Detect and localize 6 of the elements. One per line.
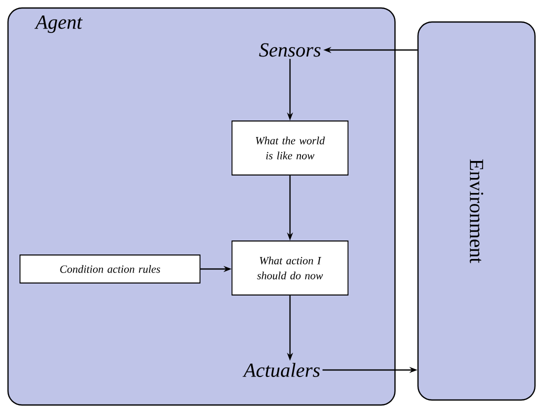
process-box: What the world is like now [232,120,348,176]
environment-box: Environment [417,21,536,401]
text-label: Sensors [259,43,320,57]
process-box: What action I should do now [232,240,348,296]
text-label: Actualers [242,362,320,378]
process-box: Condition action rules [20,254,200,284]
